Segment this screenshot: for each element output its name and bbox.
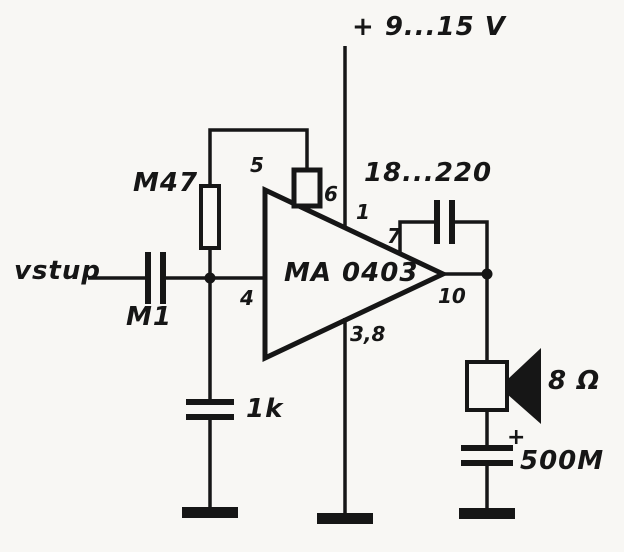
pin-6-label: 6 xyxy=(324,182,338,206)
capacitor-1k-label: 1k xyxy=(246,394,284,424)
ground-symbol-center xyxy=(317,513,373,524)
junction-dots xyxy=(204,268,493,284)
input-label: vstup xyxy=(14,256,101,286)
pin-1-label: 1 xyxy=(356,200,370,224)
output-wire xyxy=(443,272,489,514)
pin-7-label: 7 xyxy=(387,224,401,248)
capacitor-500m-label: 500M xyxy=(520,446,605,476)
ground-symbol-left xyxy=(182,507,238,518)
opamp-triangle-symbol xyxy=(262,186,449,362)
capacitor-m1-symbol xyxy=(145,252,166,304)
ground-symbol-right xyxy=(459,508,515,519)
pin-4-label: 4 xyxy=(240,286,254,310)
speaker-impedance-label: 8 Ω xyxy=(548,366,601,396)
capacitor-1k-symbol xyxy=(186,399,234,420)
pin-38-label: 3,8 xyxy=(350,322,386,346)
capacitor-500m-symbol xyxy=(461,445,513,466)
speaker-symbol xyxy=(465,348,541,424)
pin56-connector-box xyxy=(291,167,323,209)
ic-name-label: MA 0403 xyxy=(284,258,419,288)
resistor-m47-label: M47 xyxy=(133,168,199,198)
capacitor-m1-label: M1 xyxy=(126,302,172,332)
pin-10-label: 10 xyxy=(438,284,466,308)
capacitor-boot-symbol xyxy=(434,200,455,244)
pin-5-label: 5 xyxy=(250,153,264,177)
capacitor-boot-label: 18...220 xyxy=(364,158,493,188)
capacitor-polarity-label: + xyxy=(507,425,527,450)
supply-voltage-label: + 9...15 V xyxy=(352,12,506,42)
boot-capacitor-wire xyxy=(398,220,489,272)
resistor-m47-symbol xyxy=(199,184,221,250)
